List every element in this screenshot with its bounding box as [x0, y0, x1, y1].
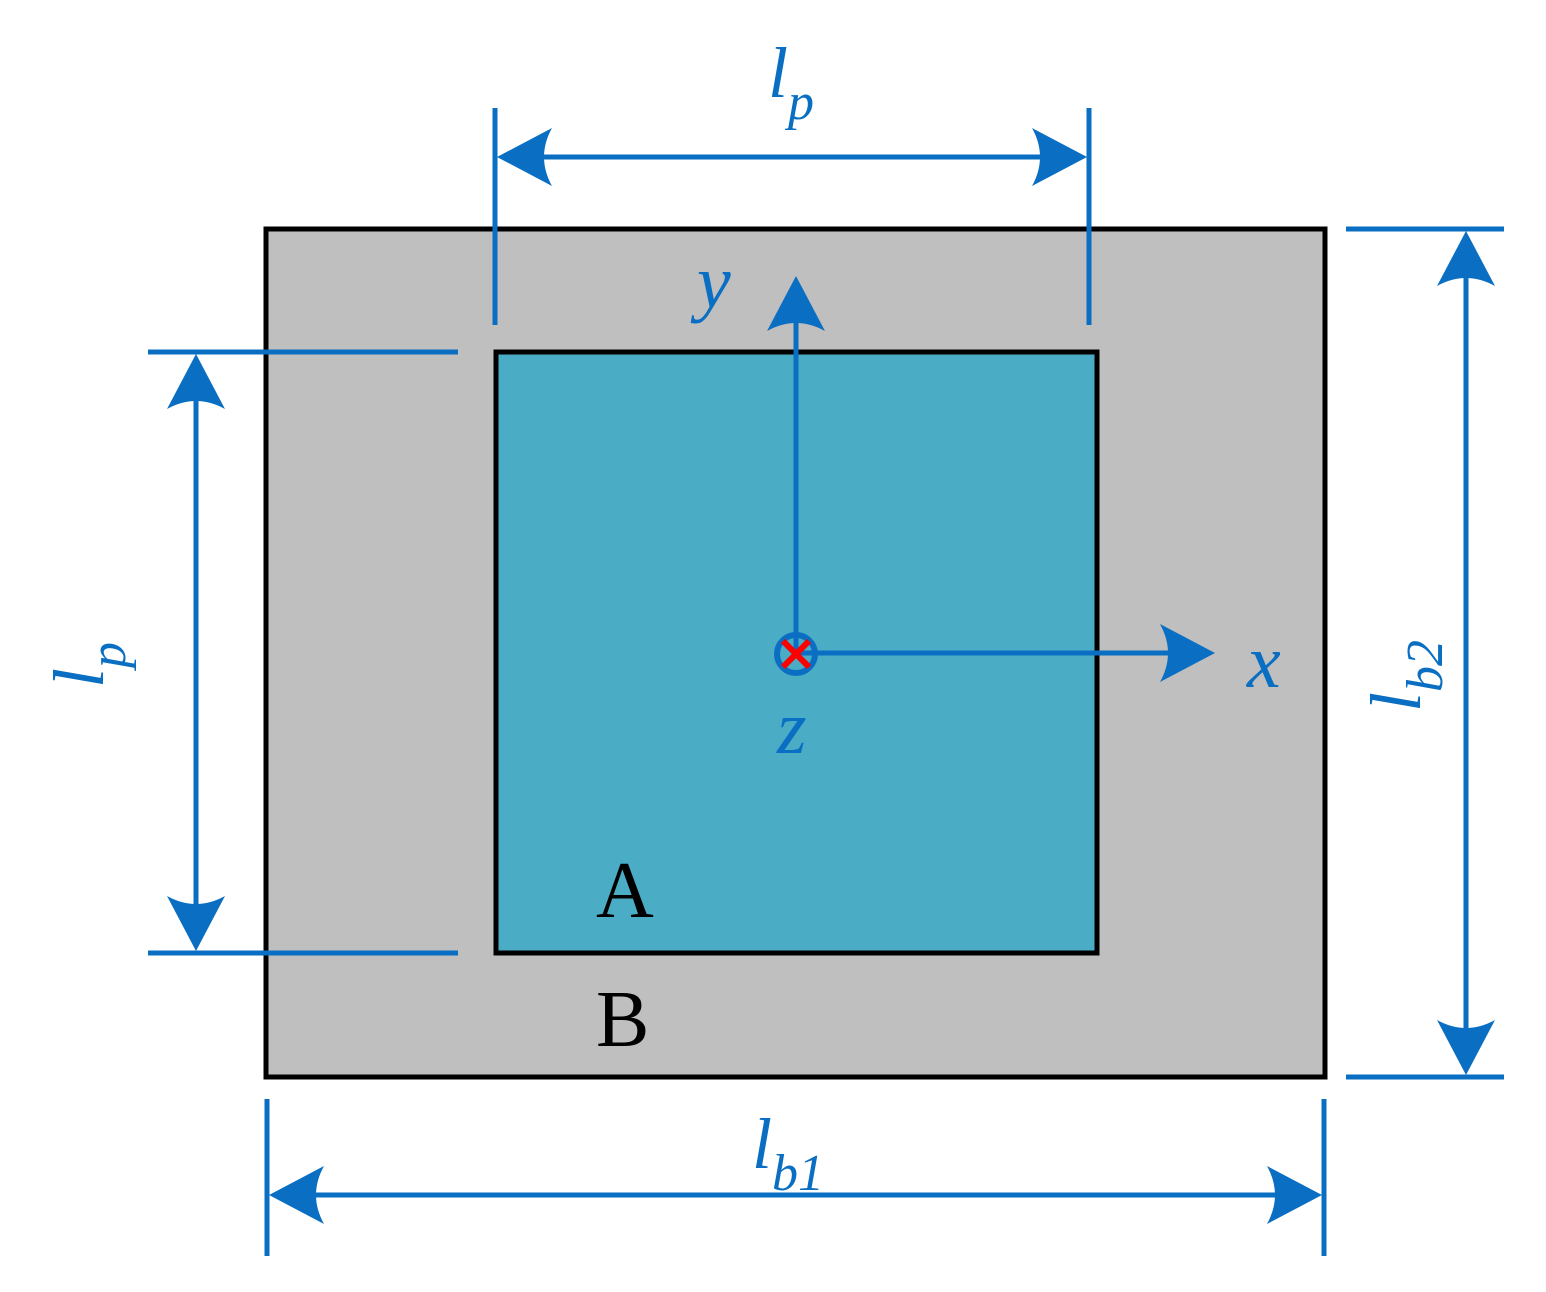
- left-dim-main: l: [39, 668, 119, 688]
- arrowhead: [1160, 624, 1215, 682]
- left-dim-label: lp: [39, 642, 137, 688]
- arrowhead: [167, 896, 225, 951]
- bottom-dimension-lb1: [264, 1099, 1327, 1256]
- right-dim-main: l: [1356, 692, 1436, 712]
- left-dim-sub: p: [80, 642, 137, 672]
- region-b-label: B: [596, 976, 649, 1064]
- top-dim-label: lp: [768, 33, 814, 131]
- arrowhead: [167, 354, 225, 409]
- arrowhead: [1437, 231, 1495, 286]
- arrowhead: [1032, 128, 1087, 186]
- arrowhead: [767, 276, 825, 331]
- y-axis-arrow: [767, 276, 825, 652]
- bottom-dim-main: l: [752, 1104, 772, 1184]
- left-dimension-lp: [148, 349, 458, 956]
- axis-z-label: z: [776, 686, 807, 770]
- bottom-dim-label: lb1: [752, 1104, 824, 1202]
- right-dim-sub: b2: [1397, 640, 1454, 692]
- arrowhead: [1437, 1020, 1495, 1075]
- axis-x-label: x: [1246, 620, 1281, 704]
- top-dimension-lp: [492, 108, 1092, 325]
- arrowhead: [269, 1166, 324, 1224]
- arrowhead: [497, 128, 552, 186]
- top-dim-sub: p: [784, 74, 814, 131]
- origin-marker: [774, 632, 818, 676]
- arrowhead: [1267, 1166, 1322, 1224]
- right-dim-label: lb2: [1356, 640, 1454, 712]
- bottom-dim-sub: b1: [772, 1145, 824, 1202]
- region-a-label: A: [596, 847, 654, 935]
- top-dim-main: l: [768, 33, 788, 113]
- x-axis-arrow: [796, 624, 1215, 682]
- right-dimension-lb2: [1346, 226, 1504, 1080]
- axis-y-label: y: [690, 240, 731, 324]
